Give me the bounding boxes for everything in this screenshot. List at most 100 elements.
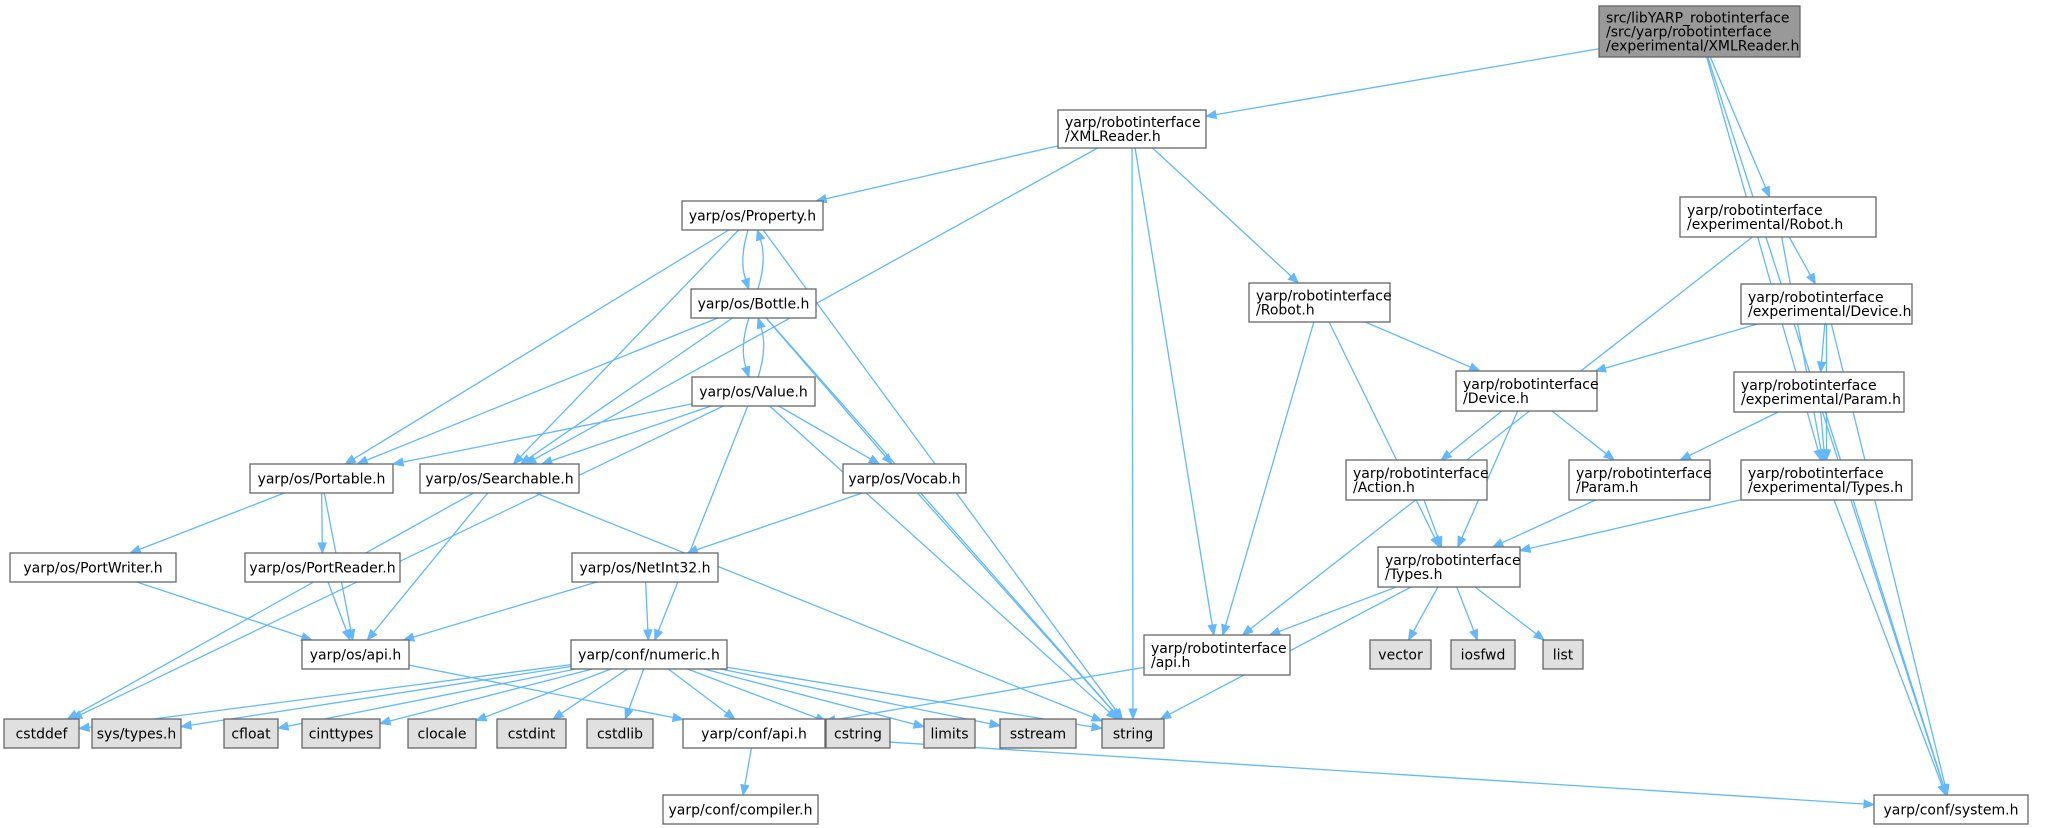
node-exp_robot[interactable]: yarp/robotinterface/experimental/Robot.h — [1679, 196, 1877, 238]
node-label-line: /Action.h — [1353, 480, 1415, 496]
edge-arrowhead — [1468, 362, 1481, 372]
node-ri_param[interactable]: yarp/robotinterface/Param.h — [1568, 459, 1712, 501]
node-box — [249, 463, 394, 494]
node-label-line: yarp/os/PortReader.h — [249, 561, 395, 577]
node-ri_robot[interactable]: yarp/robotinterface/Robot.h — [1248, 282, 1392, 323]
include-edge-exp_param-to-ri_param — [1679, 411, 1779, 461]
node-label-line: cstring — [834, 727, 882, 743]
node-box — [1740, 283, 1913, 325]
node-box — [1542, 639, 1584, 670]
edge-line — [834, 666, 1145, 721]
node-ri_types[interactable]: yarp/robotinterface/Types.h — [1377, 546, 1521, 588]
node-clocale: clocale — [407, 718, 477, 749]
node-label-line: yarp/os/Value.h — [699, 385, 808, 401]
node-os_netint32[interactable]: yarp/os/NetInt32.h — [571, 552, 719, 583]
node-label-line: src/libYARP_robotinterface — [1606, 11, 1789, 27]
node-label-line: /experimental/Types.h — [1748, 480, 1903, 496]
include-edge-ri_robot-to-ri_api — [1221, 321, 1315, 637]
edge-arrowhead — [366, 628, 378, 642]
edge-arrowhead — [474, 712, 488, 722]
node-exp_device[interactable]: yarp/robotinterface/experimental/Device.… — [1740, 283, 1913, 325]
include-edge-os_bottle-to-os_searchable — [519, 317, 733, 465]
include-edge-conf_numeric-to-cstddef — [77, 663, 572, 732]
node-os_api[interactable]: yarp/os/api.h — [301, 639, 410, 670]
edge-line — [645, 581, 649, 631]
node-box — [419, 463, 580, 494]
node-label-line: yarp/os/PortWriter.h — [23, 561, 162, 577]
node-conf_system[interactable]: yarp/conf/system.h — [1873, 794, 2029, 825]
node-os_property[interactable]: yarp/os/Property.h — [681, 200, 824, 231]
edge-line — [726, 666, 1093, 728]
node-os_vocab[interactable]: yarp/os/Vocab.h — [842, 463, 967, 494]
node-label-line: string — [1113, 727, 1153, 743]
node-os_portwriter[interactable]: yarp/os/PortWriter.h — [9, 552, 177, 583]
node-label-line: /experimental/XMLReader.h — [1606, 39, 1799, 55]
include-edge-os_property-to-os_searchable — [512, 229, 740, 465]
edge-line — [327, 581, 348, 631]
node-label-line: /XMLReader.h — [1065, 129, 1161, 145]
edge-arrowhead — [740, 277, 750, 291]
edge-arrowhead — [1204, 109, 1218, 120]
node-xmlreader_exp[interactable]: src/libYARP_robotinterface/src/yarp/robo… — [1598, 5, 1801, 58]
edge-line — [366, 317, 718, 461]
edge-arrowhead — [512, 453, 525, 465]
edge-line — [1707, 56, 1944, 786]
edge-line — [1250, 236, 1753, 630]
node-ri_xmlreader[interactable]: yarp/robotinterface/XMLReader.h — [1057, 109, 1207, 149]
edge-arrowhead — [1937, 783, 1947, 797]
node-box — [571, 552, 719, 583]
node-limits: limits — [923, 718, 976, 749]
node-conf_compiler[interactable]: yarp/conf/compiler.h — [662, 794, 819, 825]
node-label-line: cstddef — [16, 727, 69, 743]
node-box — [223, 718, 279, 749]
edge-arrowhead — [77, 722, 91, 732]
include-edge-ri_action-to-ri_types — [1423, 499, 1443, 549]
include-edge-os_portable-to-os_portwriter — [128, 492, 285, 554]
include-edge-os_portreader-to-os_api — [327, 581, 351, 642]
node-box — [1598, 5, 1801, 58]
edge-line — [1134, 147, 1213, 626]
node-box — [244, 552, 401, 583]
edge-arrowhead — [1090, 722, 1104, 732]
edge-line — [667, 668, 728, 714]
node-os_searchable[interactable]: yarp/os/Searchable.h — [419, 463, 580, 494]
edge-arrowhead — [1761, 185, 1771, 199]
node-label-line: /api.h — [1151, 655, 1190, 671]
node-exp_param[interactable]: yarp/robotinterface/experimental/Param.h — [1733, 371, 1905, 413]
node-label-line: /experimental/Device.h — [1748, 304, 1912, 320]
edge-arrowhead — [912, 719, 926, 729]
node-cstddef: cstddef — [3, 718, 80, 749]
edge-line — [742, 229, 749, 280]
node-os_portreader[interactable]: yarp/os/PortReader.h — [244, 552, 401, 583]
node-label-line: yarp/robotinterface — [1463, 377, 1599, 393]
edge-line — [321, 492, 323, 544]
edge-arrowhead — [356, 455, 369, 465]
node-os_portable[interactable]: yarp/os/Portable.h — [249, 463, 394, 494]
include-edge-os_value-to-os_vocab — [778, 405, 881, 465]
node-ri_action[interactable]: yarp/robotinterface/Action.h — [1345, 459, 1489, 501]
node-os_bottle[interactable]: yarp/os/Bottle.h — [690, 288, 817, 319]
node-os_value[interactable]: yarp/os/Value.h — [691, 376, 816, 407]
edge-line — [742, 317, 750, 368]
node-label-line: yarp/robotinterface — [1151, 641, 1287, 657]
edge-arrowhead — [624, 707, 634, 721]
node-conf_api[interactable]: yarp/conf/api.h — [682, 718, 826, 749]
include-edge-conf_api-to-conf_compiler — [740, 747, 753, 797]
edges-layer — [66, 48, 1950, 809]
edge-line — [1604, 323, 1758, 369]
edge-line — [1423, 499, 1439, 538]
node-exp_types[interactable]: yarp/robotinterface/experimental/Types.h — [1740, 459, 1913, 501]
node-conf_numeric[interactable]: yarp/conf/numeric.h — [570, 639, 728, 670]
node-ri_api[interactable]: yarp/robotinterface/api.h — [1143, 634, 1291, 676]
include-edge-exp_device-to-ri_device — [1594, 323, 1758, 373]
include-edge-conf_numeric-to-conf_api — [667, 668, 736, 720]
include-edge-ri_xmlreader-to-ri_api — [1134, 147, 1217, 637]
node-ri_device[interactable]: yarp/robotinterface/Device.h — [1455, 370, 1599, 412]
edge-line — [1131, 147, 1134, 710]
edge-arrowhead — [1457, 535, 1467, 549]
edge-arrowhead — [1128, 708, 1138, 721]
include-edge-exp_robot-to-exp_types — [1781, 236, 1826, 462]
edge-line — [1501, 499, 1596, 544]
include-edge-xmlreader_exp-to-exp_robot — [1709, 56, 1771, 199]
edge-line — [1152, 147, 1292, 277]
